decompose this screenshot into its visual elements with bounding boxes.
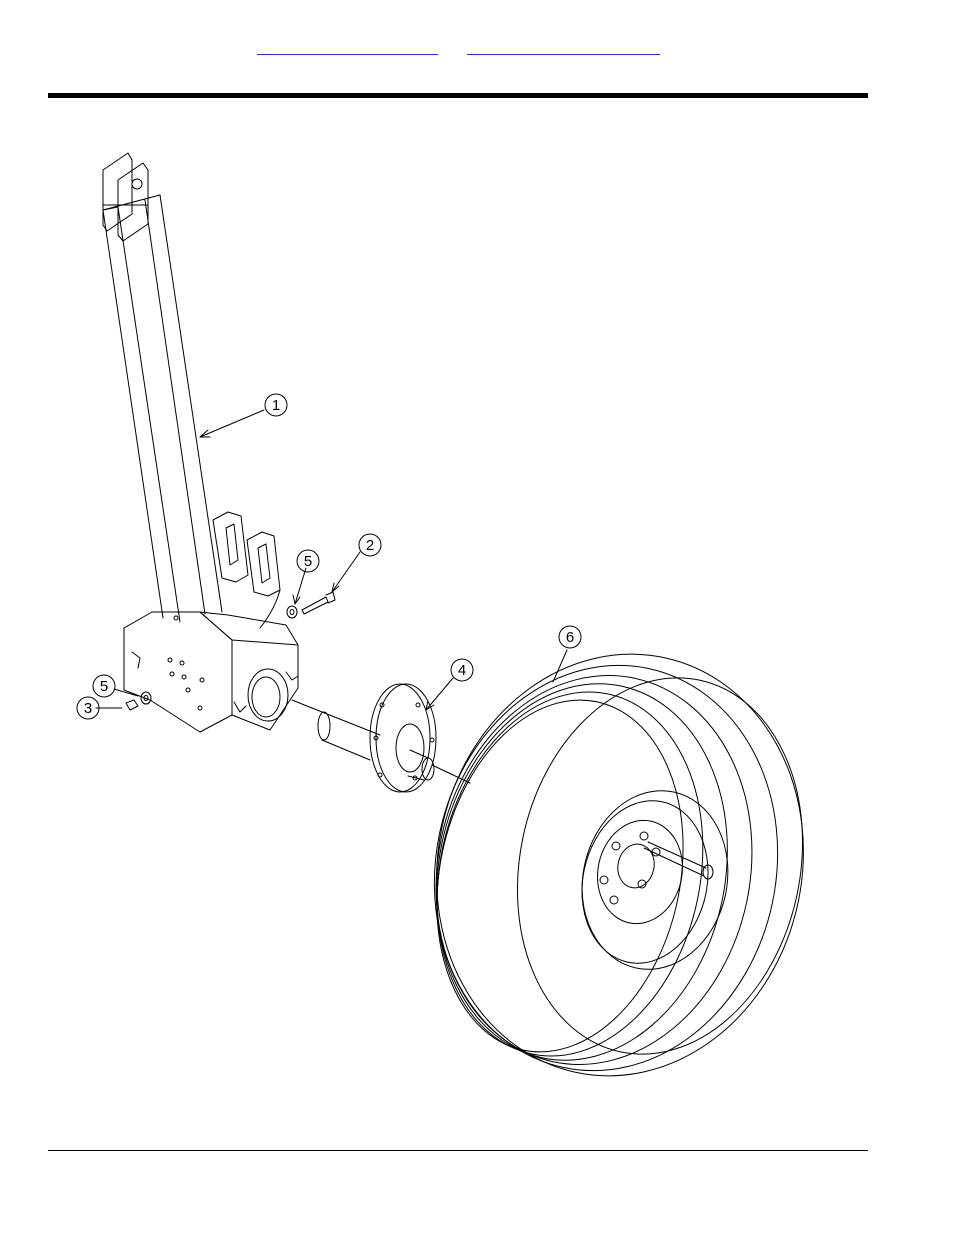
washer-upper — [287, 606, 297, 618]
spindle-hub-item-4 — [318, 684, 436, 792]
callout-4: 4 — [458, 662, 466, 679]
callout-5-upper: 5 — [304, 553, 312, 570]
tire-wheel-item-6 — [397, 620, 842, 1110]
arm-assembly — [103, 153, 298, 732]
callout-1: 1 — [272, 397, 280, 414]
leader-lines — [96, 410, 567, 710]
nut-item-3 — [126, 700, 138, 710]
callout-2: 2 — [366, 537, 374, 554]
bolt-item-2 — [302, 592, 335, 614]
callout-5-lower: 5 — [100, 678, 108, 695]
bottom-divider — [48, 1150, 868, 1151]
callout-3: 3 — [84, 700, 92, 717]
callout-6: 6 — [566, 629, 574, 646]
